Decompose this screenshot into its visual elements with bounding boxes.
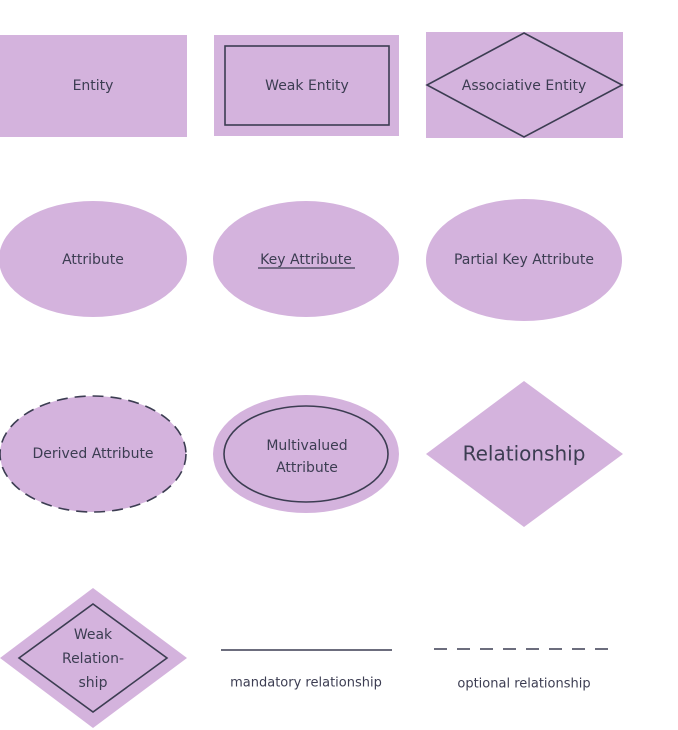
weak-relationship-outer-diamond: [0, 588, 187, 728]
weak-relationship-label-line2: Relation-: [62, 651, 124, 667]
optional-relationship-legend: optional relationship: [434, 648, 614, 692]
multivalued-attribute-inner-ellipse: [223, 405, 389, 503]
entity-rect: [0, 35, 187, 137]
associative-entity-rect: [426, 32, 623, 138]
mandatory-relationship-label: mandatory relationship: [230, 676, 382, 691]
attribute-ellipse: [0, 201, 187, 317]
weak-relationship-inner-diamond: [17, 603, 169, 713]
derived-attribute-symbol: Derived Attribute: [0, 395, 187, 513]
mandatory-relationship-legend: mandatory relationship: [221, 649, 392, 691]
key-attribute-symbol: Key Attribute: [213, 201, 399, 317]
multivalued-attribute-symbol: Multivalued Attribute: [213, 395, 399, 513]
derived-attribute-dashed-border: [0, 395, 187, 513]
weak-entity-label: Weak Entity: [265, 78, 349, 94]
key-attribute-label: Key Attribute: [260, 252, 352, 268]
entity-symbol: Entity: [0, 35, 187, 137]
weak-relationship-label-line3: ship: [79, 675, 108, 691]
entity-label: Entity: [73, 78, 114, 94]
partial-key-attribute-ellipse: [426, 199, 622, 321]
weak-relationship-symbol: Weak Relation- ship: [0, 588, 187, 728]
associative-entity-label: Associative Entity: [462, 78, 587, 94]
derived-attribute-ellipse: [0, 396, 186, 512]
attribute-label: Attribute: [62, 252, 124, 268]
relationship-label: Relationship: [463, 442, 586, 466]
relationship-diamond: [426, 381, 623, 527]
weak-entity-symbol: Weak Entity: [214, 35, 399, 136]
multivalued-attribute-label-line1: Multivalued: [266, 438, 347, 454]
optional-relationship-label: optional relationship: [457, 677, 590, 692]
attribute-symbol: Attribute: [0, 201, 187, 317]
partial-key-attribute-label: Partial Key Attribute: [454, 252, 594, 268]
derived-attribute-label: Derived Attribute: [32, 446, 153, 462]
key-attribute-ellipse: [213, 201, 399, 317]
weak-entity-inner-rect: [224, 45, 390, 126]
associative-entity-symbol: Associative Entity: [425, 32, 624, 138]
weak-relationship-label-line1: Weak: [74, 627, 113, 643]
multivalued-attribute-outer-ellipse: [213, 395, 399, 513]
partial-key-attribute-symbol: Partial Key Attribute: [426, 199, 622, 321]
associative-entity-diamond: [425, 32, 624, 138]
weak-entity-outer-rect: [214, 35, 399, 136]
relationship-symbol: Relationship: [426, 381, 623, 527]
multivalued-attribute-label-line2: Attribute: [276, 460, 338, 476]
